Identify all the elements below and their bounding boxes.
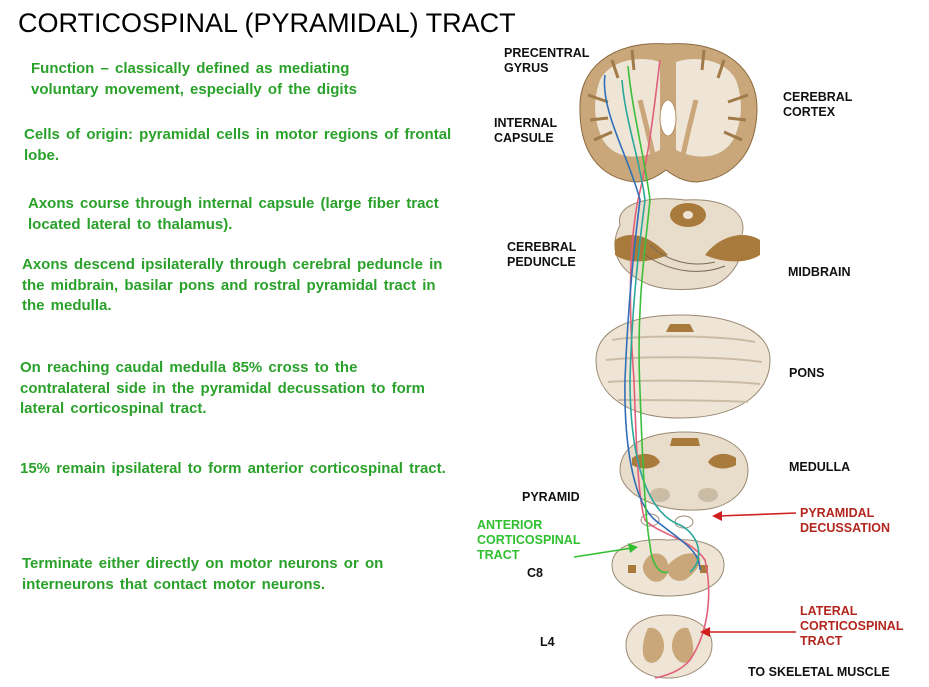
descend-text: Axons descend ipsilaterally through cere… (22, 256, 443, 314)
teal-tract (621, 79, 700, 573)
arrows (573, 511, 797, 637)
c8-section (611, 539, 725, 597)
medulla-section (619, 431, 749, 511)
tract-lines (603, 59, 710, 679)
capsule-text: Axons course through internal capsule (l… (28, 195, 439, 233)
brain-section (579, 43, 758, 183)
skeletal-muscle-label: TO SKELETAL MUSCLE (748, 665, 890, 679)
midbrain-label: MIDBRAIN (788, 265, 851, 279)
pons-section (595, 314, 771, 419)
green-tract (627, 65, 669, 574)
pons-label: PONS (789, 366, 825, 380)
page-title: CORTICOSPINAL (PYRAMIDAL) TRACT (18, 8, 516, 38)
anterior-arrow (573, 547, 633, 558)
pyramid-label: PYRAMID (522, 490, 580, 504)
decussation-arrow (717, 512, 797, 517)
medulla-label: MEDULLA (789, 460, 851, 474)
l4-label: L4 (540, 635, 555, 649)
remain-text: 15% remain ipsilateral to form anterior … (20, 460, 446, 477)
l4-section (625, 614, 713, 679)
origin-text: Cells of origin: pyramidal cells in moto… (24, 126, 452, 164)
cross-text: On reaching caudal medulla 85% cross to … (20, 359, 425, 417)
c8-label: C8 (527, 566, 543, 580)
decussation-region (640, 513, 694, 529)
pink-tract (629, 59, 710, 679)
blue-tract (603, 74, 701, 571)
terminate-text: Terminate either directly on motor neuro… (22, 555, 384, 593)
function-text: Function – classically defined as mediat… (31, 60, 357, 98)
